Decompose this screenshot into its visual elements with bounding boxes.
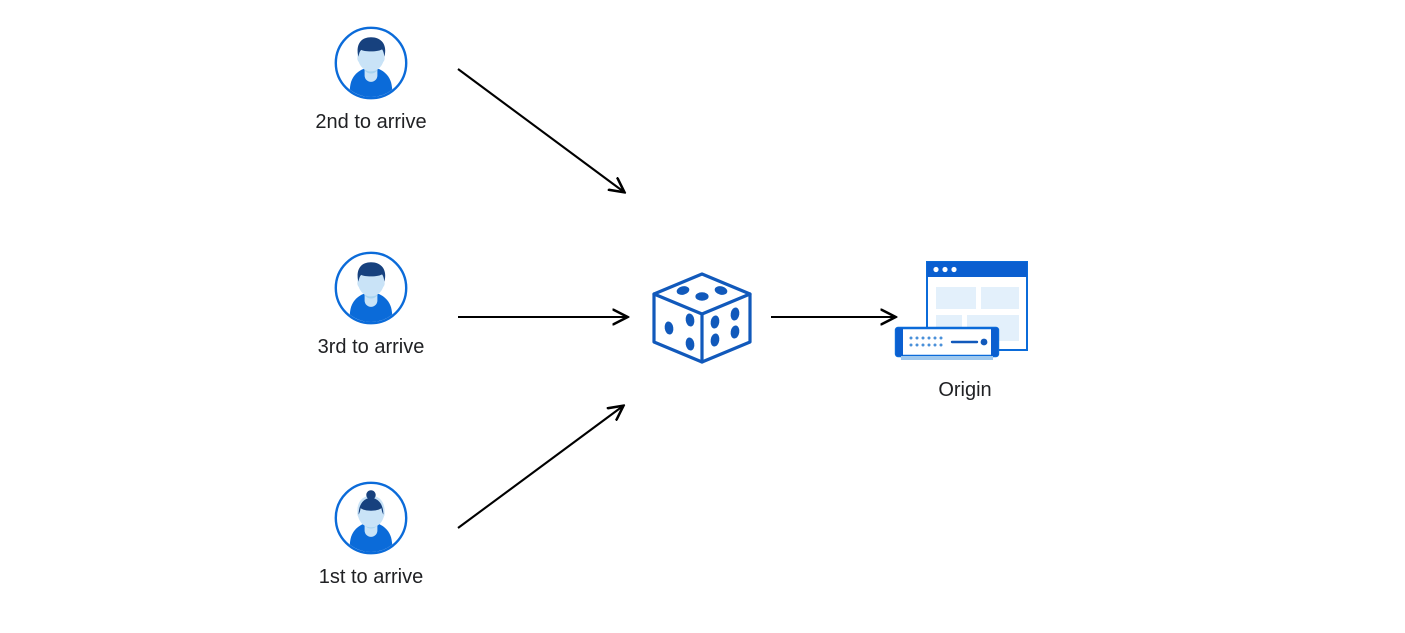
user-avatar-bun-hair-icon	[334, 481, 408, 555]
origin-server-icon	[880, 256, 1050, 368]
user-avatar-short-hair-icon	[334, 26, 408, 100]
node-origin: Origin	[880, 256, 1050, 402]
node-user-2nd: 2nd to arrive	[276, 26, 466, 134]
node-label: 2nd to arrive	[315, 111, 427, 133]
dice-icon	[640, 262, 764, 374]
node-user-3rd: 3rd to arrive	[276, 251, 466, 359]
node-dice	[640, 262, 764, 374]
user-avatar-short-hair-icon	[334, 251, 408, 325]
node-label: Origin	[938, 379, 992, 401]
arrow-user-2nd-to-dice	[457, 68, 624, 192]
server-device	[894, 326, 1000, 360]
node-user-1st: 1st to arrive	[276, 481, 466, 589]
node-label: 1st to arrive	[318, 566, 424, 588]
node-label: 3rd to arrive	[317, 336, 425, 358]
arrow-user-1st-to-dice	[457, 406, 623, 529]
